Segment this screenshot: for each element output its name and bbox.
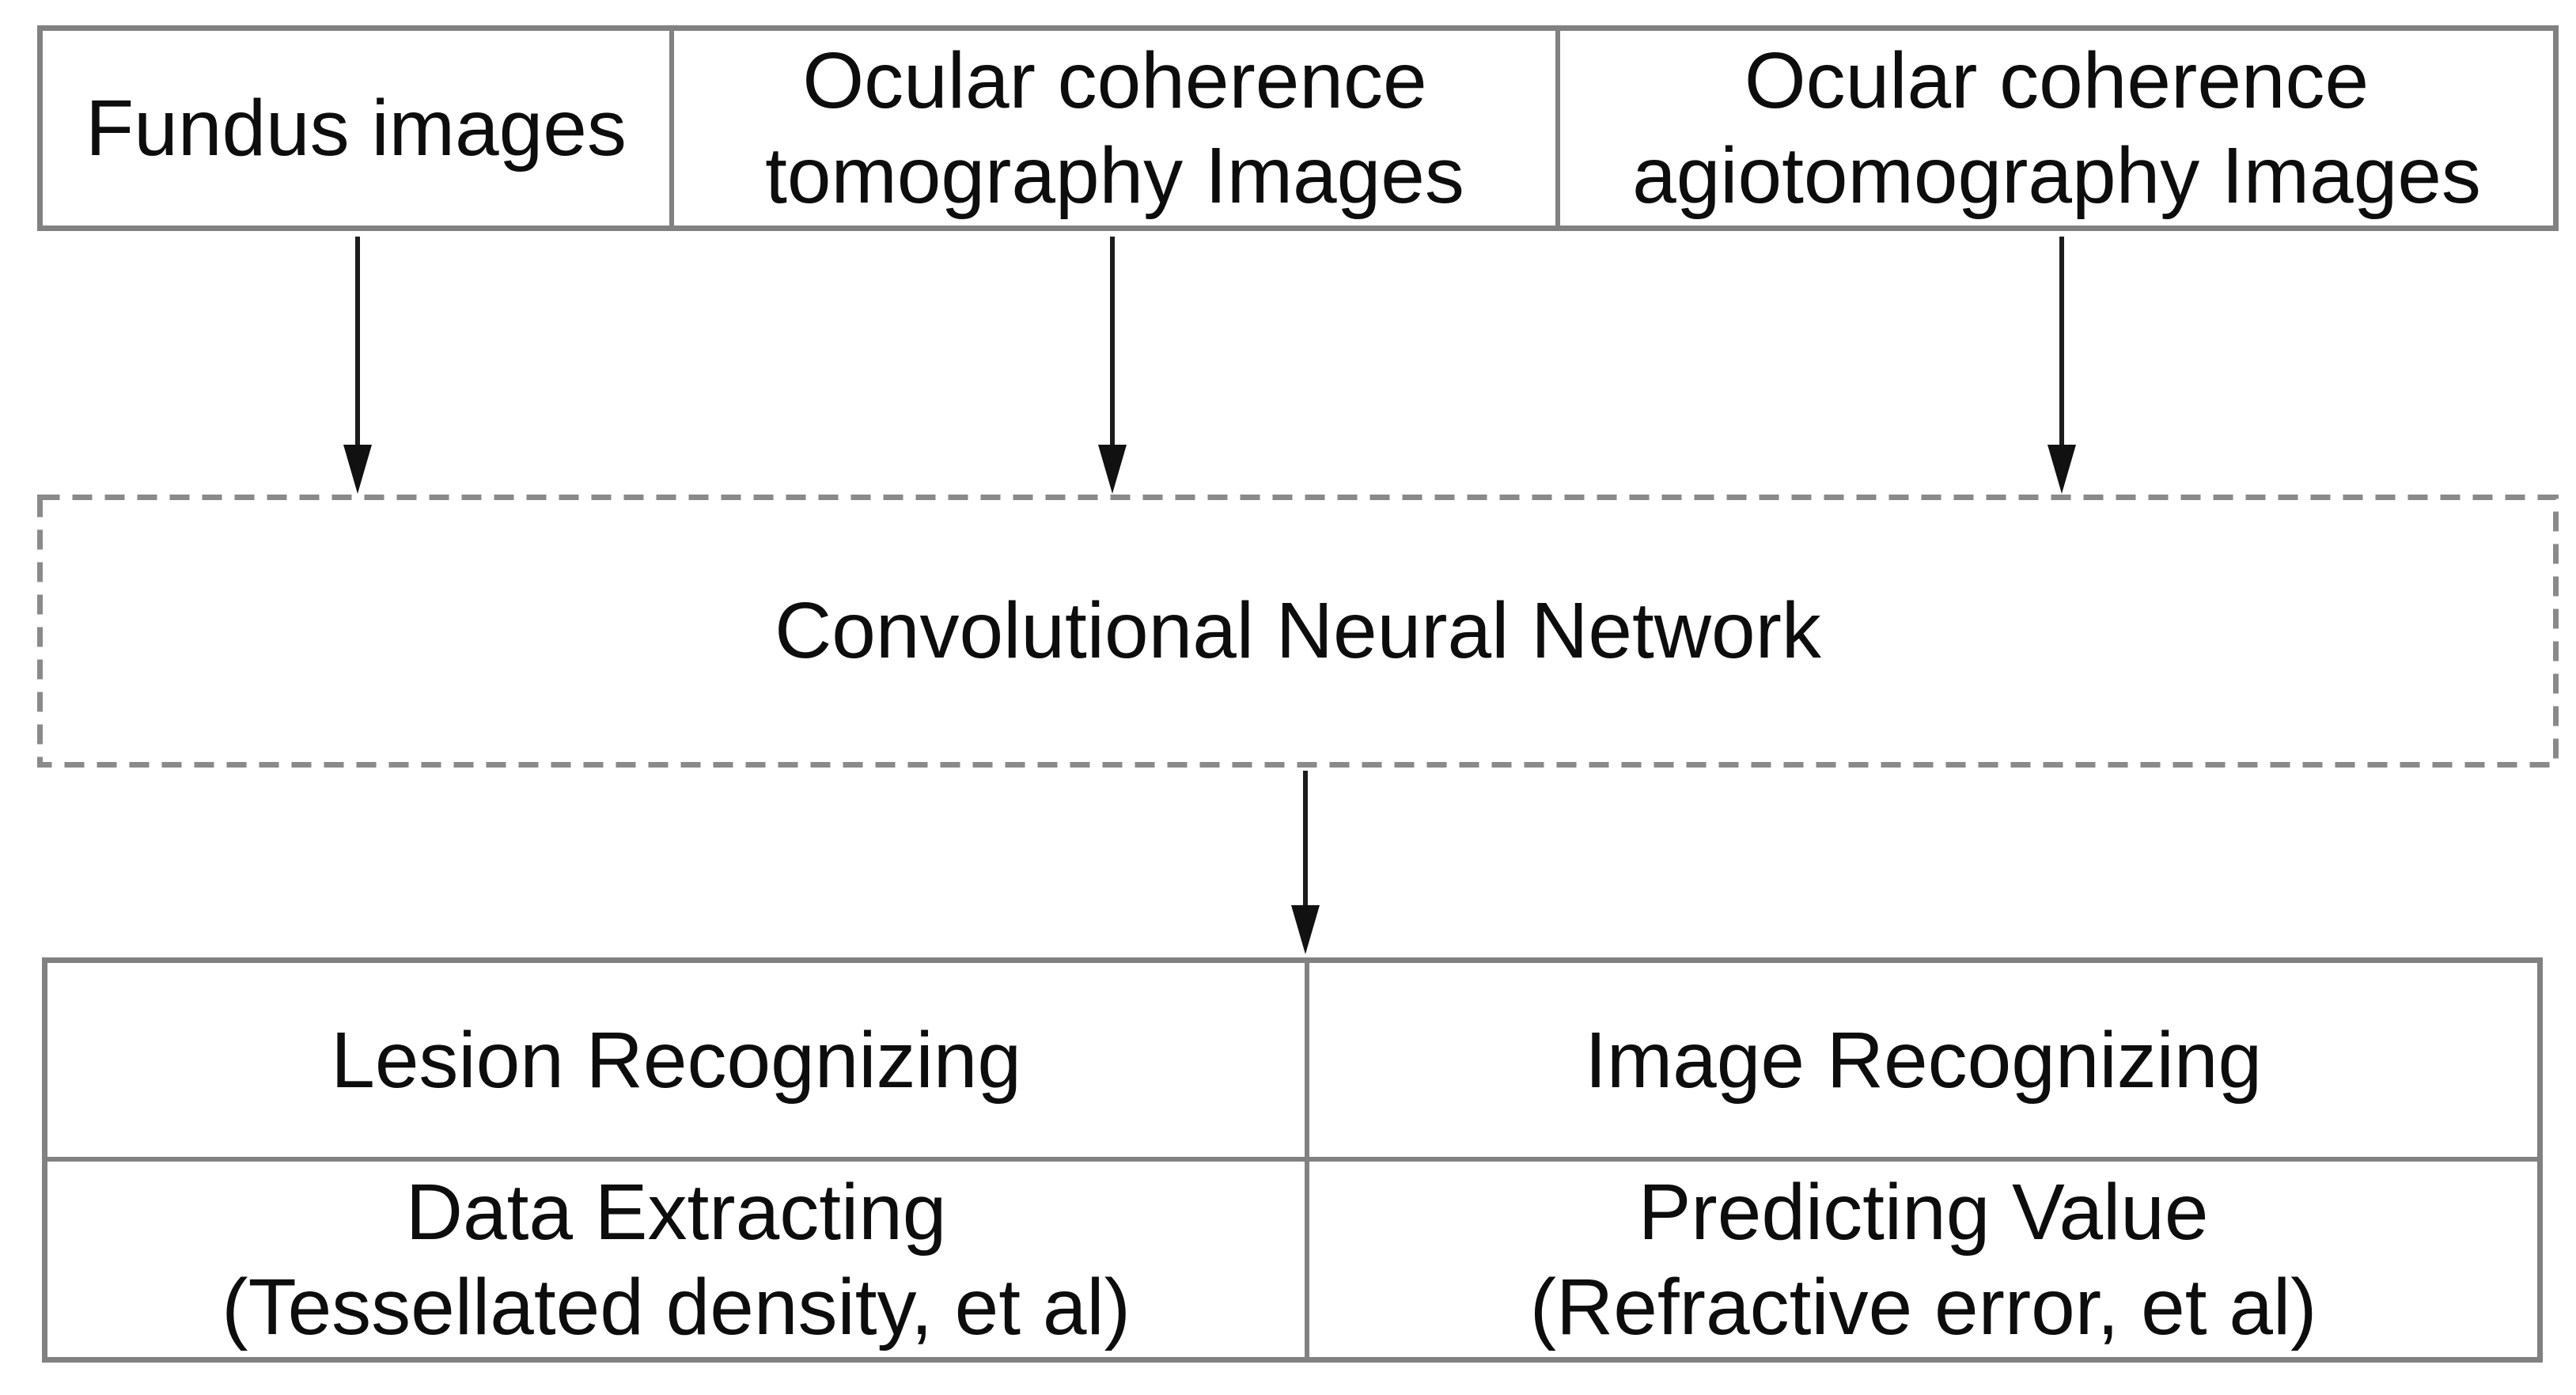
input-box-fundus-images: Fundus images <box>43 31 669 226</box>
output-cell-predicting-value: Predicting Value (Refractive error, et a… <box>1305 1157 2537 1357</box>
output-cell-label: Lesion Recognizing <box>331 1015 1022 1105</box>
arrow-octa-to-cnn <box>2048 237 2076 494</box>
output-table: Lesion Recognizing Image Recognizing Dat… <box>42 957 2543 1363</box>
output-cell-lesion-recognizing: Lesion Recognizing <box>47 963 1305 1157</box>
input-box-label-line1: Ocular coherence <box>802 36 1427 125</box>
output-cell-label-line2: (Tessellated density, et al) <box>222 1262 1131 1351</box>
input-box-label: Fundus images <box>85 84 627 172</box>
output-cell-label-line2: (Refractive error, et al) <box>1529 1262 2317 1351</box>
arrow-oct-to-cnn <box>1098 237 1127 494</box>
cnn-label: Convolutional Neural Network <box>775 586 1821 675</box>
output-cell-label-line1: Data Extracting <box>405 1167 947 1257</box>
arrow-fundus-to-cnn <box>343 237 372 494</box>
input-box-label-line2: tomography Images <box>765 131 1464 220</box>
cnn-dashed-border <box>37 495 2559 768</box>
cnn-box: Convolutional Neural Network <box>37 495 2559 768</box>
input-box-oct-images: Ocular coherence tomography Images <box>669 31 1555 226</box>
input-box-label-line2: agiotomography Images <box>1632 131 2481 220</box>
output-cell-data-extracting: Data Extracting (Tessellated density, et… <box>47 1157 1305 1357</box>
input-box-label-line1: Ocular coherence <box>1744 36 2370 125</box>
output-cell-label: Image Recognizing <box>1585 1015 2263 1105</box>
output-cell-image-recognizing: Image Recognizing <box>1305 963 2537 1158</box>
input-row: Fundus images Ocular coherence tomograph… <box>37 25 2559 231</box>
output-cell-label-line1: Predicting Value <box>1638 1167 2209 1257</box>
input-box-octa-images: Ocular coherence agiotomography Images <box>1555 31 2553 226</box>
arrow-cnn-to-outputs <box>1291 771 1320 954</box>
